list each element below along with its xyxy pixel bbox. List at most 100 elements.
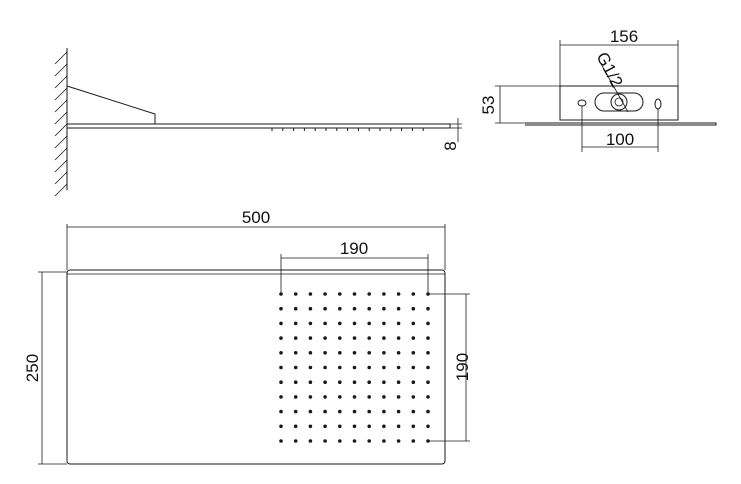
nozzle-dot bbox=[426, 351, 430, 355]
hatch-stroke bbox=[54, 87, 68, 101]
nozzle-dot bbox=[411, 306, 416, 311]
nozzle-dot bbox=[279, 409, 283, 414]
dim-bracket-width: 156 bbox=[610, 27, 638, 46]
nozzle-dot bbox=[426, 395, 430, 399]
nozzle-dot bbox=[367, 321, 372, 326]
nozzle-dot bbox=[352, 409, 357, 414]
nozzle-dot bbox=[323, 321, 327, 326]
bracket-block bbox=[559, 85, 679, 121]
wall-hatching bbox=[54, 51, 68, 197]
end-plate bbox=[525, 122, 717, 126]
nozzle-dot bbox=[367, 336, 372, 340]
connector-slot bbox=[594, 92, 644, 112]
nozzle-dot bbox=[426, 365, 430, 370]
nozzle-dot bbox=[411, 409, 416, 414]
nozzle-dot bbox=[382, 439, 386, 443]
shower-plate-side bbox=[67, 123, 451, 129]
dim-thread: G1/2 bbox=[592, 49, 626, 90]
nozzle-dot bbox=[396, 365, 401, 370]
nozzle-dot bbox=[323, 380, 327, 385]
nozzle-dot bbox=[426, 336, 430, 340]
nozzle-dot bbox=[352, 351, 357, 355]
dim-hole-spacing: 100 bbox=[606, 130, 634, 149]
nozzle-dot bbox=[367, 306, 372, 311]
nozzle-dot bbox=[382, 306, 386, 311]
nozzle-dot bbox=[338, 424, 342, 429]
hatch-stroke bbox=[54, 75, 68, 89]
connector-thread bbox=[614, 97, 624, 107]
hatch-stroke bbox=[54, 51, 68, 65]
nozzle-dot bbox=[352, 439, 357, 443]
nozzle-dot bbox=[396, 409, 401, 414]
nozzle-dot bbox=[382, 409, 386, 414]
nozzle-dot bbox=[279, 380, 283, 385]
nozzle-dot bbox=[308, 351, 313, 355]
nozzle-dot bbox=[338, 365, 342, 370]
nozzle-dot bbox=[293, 351, 298, 355]
nozzle-dot bbox=[323, 336, 327, 340]
dim-bracket-height: 53 bbox=[479, 96, 498, 115]
nozzle-dot bbox=[293, 380, 298, 385]
hatch-stroke bbox=[54, 147, 68, 161]
nozzle-dot bbox=[308, 424, 313, 429]
nozzle-dot bbox=[367, 292, 372, 296]
nozzle-dot bbox=[338, 380, 342, 385]
nozzle-dot bbox=[352, 306, 357, 311]
hatch-stroke bbox=[54, 135, 68, 149]
nozzle-dot bbox=[293, 321, 298, 326]
connector-nut bbox=[610, 93, 628, 111]
nozzle-dot bbox=[279, 395, 283, 399]
nozzle-dot bbox=[411, 365, 416, 370]
nozzle-dot bbox=[338, 409, 342, 414]
nozzle-dot bbox=[323, 395, 327, 399]
nozzle-dot bbox=[279, 336, 283, 340]
nozzle-dot bbox=[396, 395, 401, 399]
nozzle-dot bbox=[308, 365, 313, 370]
nozzle-dot bbox=[396, 380, 401, 385]
shower-arm bbox=[66, 85, 156, 124]
nozzle-dot bbox=[367, 409, 372, 414]
nozzle-dot bbox=[338, 351, 342, 355]
nozzle-dot bbox=[308, 409, 313, 414]
nozzle-dot bbox=[426, 424, 430, 429]
nozzle-dot bbox=[396, 292, 401, 296]
nozzle-dot bbox=[323, 365, 327, 370]
nozzle-dot bbox=[338, 321, 342, 326]
nozzle-dot bbox=[396, 424, 401, 429]
nozzle-dot bbox=[426, 306, 430, 311]
nozzle-dot bbox=[293, 424, 298, 429]
nozzle-dot bbox=[411, 292, 416, 296]
nozzle-dot bbox=[367, 424, 372, 429]
dim-nozzle-field-width: 190 bbox=[340, 239, 368, 258]
dim-plate-width: 250 bbox=[23, 354, 42, 382]
nozzle-dot bbox=[308, 439, 313, 443]
nozzle-dot bbox=[293, 395, 298, 399]
nozzle-dot bbox=[411, 439, 416, 443]
plate-outline bbox=[66, 269, 446, 465]
side-view: 8 bbox=[54, 48, 462, 197]
nozzle-dot bbox=[367, 380, 372, 385]
side-nozzle-ticks bbox=[271, 128, 424, 131]
hatch-stroke bbox=[54, 123, 68, 137]
nozzle-dot bbox=[323, 439, 327, 443]
nozzle-dot bbox=[382, 351, 386, 355]
nozzle-dot bbox=[411, 424, 416, 429]
nozzle-dot bbox=[426, 321, 430, 326]
nozzle-dot bbox=[382, 336, 386, 340]
hatch-stroke bbox=[54, 183, 68, 197]
nozzle-dot bbox=[293, 292, 298, 296]
nozzle-dot bbox=[352, 292, 357, 296]
nozzle-dot bbox=[308, 336, 313, 340]
hatch-stroke bbox=[54, 111, 68, 125]
nozzle-dot bbox=[382, 365, 386, 370]
nozzle-dot bbox=[308, 395, 313, 399]
hatch-stroke bbox=[54, 159, 68, 173]
nozzle-dot bbox=[323, 306, 327, 311]
nozzle-dot bbox=[308, 321, 313, 326]
nozzle-dot bbox=[382, 380, 386, 385]
nozzle-dot bbox=[352, 336, 357, 340]
nozzle-dot bbox=[411, 380, 416, 385]
nozzle-dot bbox=[396, 306, 401, 311]
nozzle-dot bbox=[426, 409, 430, 414]
plan-view: 500 250 190 190 bbox=[23, 208, 472, 465]
